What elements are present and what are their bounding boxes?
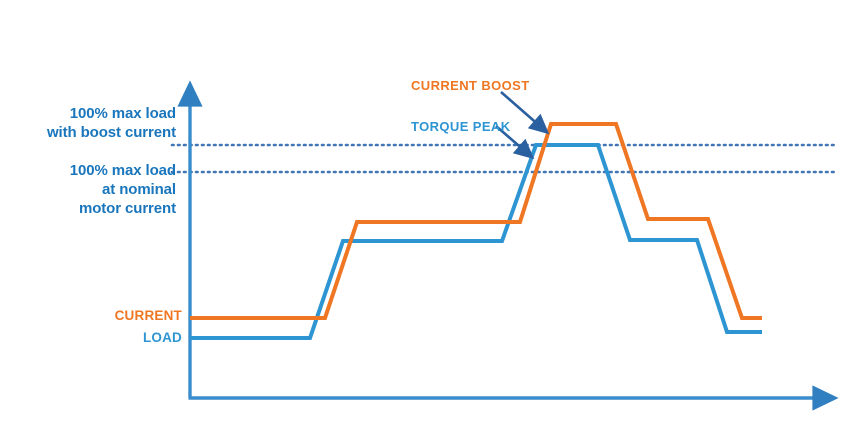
series-line-load — [190, 143, 762, 340]
callout-label-current-boost: CURRENT BOOST — [411, 78, 530, 93]
callout-arrow-torque-peak — [495, 125, 535, 160]
callout-arrow-current-boost — [500, 91, 550, 135]
series-line-current — [190, 122, 762, 320]
callout-label-torque-peak: TORQUE PEAK — [411, 119, 511, 134]
legend-label-load: LOAD — [142, 330, 182, 345]
legend-label-current: CURRENT — [114, 308, 182, 323]
y-axis-label-boost-level: 100% max load with boost current — [46, 105, 176, 141]
y-axis-label-nominal-level: 100% max load at nominal motor current — [69, 162, 176, 217]
